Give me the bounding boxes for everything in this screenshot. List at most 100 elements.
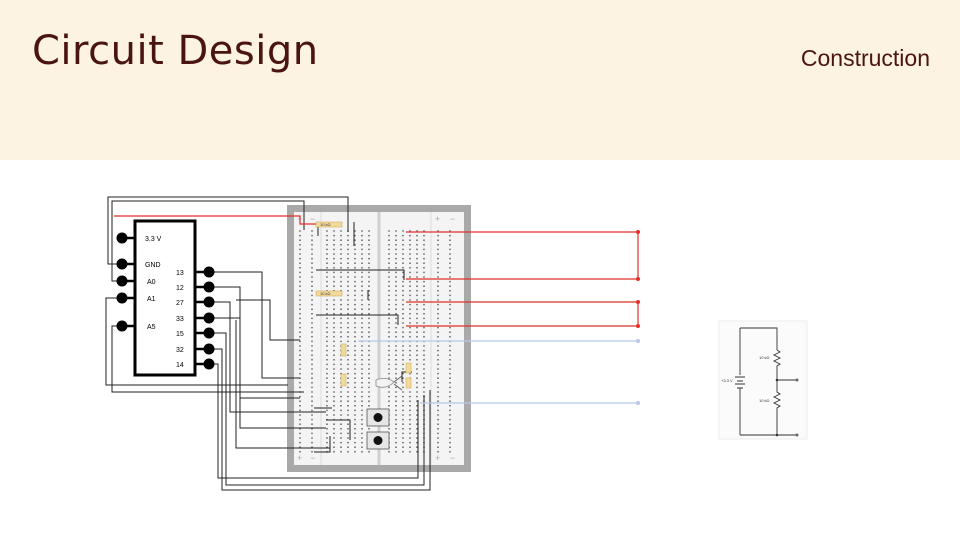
breadboard-hole xyxy=(326,266,328,269)
breadboard-hole xyxy=(361,266,363,269)
breadboard-hole xyxy=(423,276,425,278)
breadboard-hole xyxy=(395,322,397,324)
breadboard-hole xyxy=(354,349,356,352)
breadboard-hole xyxy=(388,322,390,324)
breadboard-hole xyxy=(333,349,335,352)
breadboard-hole xyxy=(311,368,313,370)
breadboard-hole xyxy=(409,349,411,352)
breadboard-hole xyxy=(368,395,370,398)
breadboard-hole xyxy=(368,404,370,407)
breadboard-hole xyxy=(299,239,301,242)
breadboard-hole xyxy=(368,349,370,352)
breadboard-hole xyxy=(423,331,425,334)
breadboard-hole xyxy=(449,368,451,370)
breadboard-hole xyxy=(388,427,390,430)
breadboard-hole xyxy=(416,243,418,246)
breadboard-hole xyxy=(423,294,425,297)
breadboard-hole xyxy=(326,335,328,338)
wire-a0-loop xyxy=(111,200,305,282)
breadboard-hole xyxy=(402,276,404,278)
breadboard-hole xyxy=(423,358,425,361)
breadboard-hole xyxy=(423,280,425,283)
breadboard-hole xyxy=(333,404,335,407)
breadboard-hole xyxy=(416,381,418,384)
breadboard-hole xyxy=(402,230,404,232)
breadboard-hole xyxy=(311,400,313,403)
breadboard-hole xyxy=(299,404,301,407)
breadboard-hole xyxy=(311,450,313,453)
breadboard-hole xyxy=(416,234,418,237)
breadboard-hole xyxy=(416,294,418,297)
breadboard-hole xyxy=(449,248,451,251)
breadboard-hole xyxy=(449,423,451,426)
breadboard-hole xyxy=(354,276,356,278)
red-wire-end xyxy=(636,300,640,304)
breadboard-hole xyxy=(416,299,418,301)
breadboard-hole xyxy=(388,285,390,288)
breadboard-hole xyxy=(395,358,397,361)
resistor-v2 xyxy=(340,373,347,387)
breadboard-hole xyxy=(354,391,356,393)
breadboard-hole xyxy=(354,446,356,449)
breadboard-hole xyxy=(368,450,370,453)
breadboard-hole xyxy=(409,395,411,398)
breadboard-hole xyxy=(347,303,349,306)
breadboard-hole xyxy=(311,358,313,361)
breadboard-hole xyxy=(333,345,335,347)
breadboard-hole xyxy=(449,427,451,430)
breadboard-hole xyxy=(333,280,335,283)
breadboard-hole xyxy=(340,266,342,269)
breadboard-hole xyxy=(402,335,404,338)
pin-label-13: 13 xyxy=(176,270,184,277)
rail-label-plus-top-right: + xyxy=(435,214,440,224)
breadboard-hole xyxy=(333,312,335,315)
breadboard-hole xyxy=(388,326,390,329)
red-wire-end xyxy=(636,230,640,234)
breadboard-hole xyxy=(449,381,451,384)
breadboard-hole xyxy=(340,391,342,393)
breadboard-hole xyxy=(416,257,418,260)
breadboard-hole xyxy=(299,299,301,301)
schematic-r2-label: 10 kΩ xyxy=(759,398,770,403)
breadboard-hole xyxy=(333,409,335,412)
breadboard-hole xyxy=(347,372,349,375)
breadboard-hole xyxy=(347,437,349,439)
breadboard-hole xyxy=(449,395,451,398)
pin-label-3v3: 3.3 V xyxy=(145,236,162,243)
breadboard-hole xyxy=(361,358,363,361)
breadboard-hole xyxy=(326,285,328,288)
breadboard-hole xyxy=(354,381,356,384)
pin-dot-27 xyxy=(203,296,215,308)
breadboard-hole xyxy=(368,271,370,274)
breadboard-hole xyxy=(347,395,349,398)
breadboard-hole xyxy=(340,285,342,288)
breadboard-hole xyxy=(395,335,397,338)
rail-label-minus-bottom-left: − xyxy=(310,453,315,463)
breadboard-hole xyxy=(449,441,451,444)
breadboard-hole xyxy=(368,308,370,311)
breadboard-hole xyxy=(402,248,404,251)
wire-gnd-loop xyxy=(107,196,349,265)
breadboard-hole xyxy=(416,363,418,366)
breadboard-hole xyxy=(437,243,439,246)
breadboard-hole xyxy=(311,248,313,251)
breadboard-hole xyxy=(311,262,313,265)
breadboard-hole xyxy=(409,441,411,444)
breadboard-hole xyxy=(299,437,301,439)
breadboard-hole xyxy=(354,345,356,347)
breadboard-hole xyxy=(361,289,363,292)
breadboard-hole xyxy=(299,230,301,232)
pin-label-12: 12 xyxy=(176,285,184,292)
breadboard-hole xyxy=(354,340,356,343)
breadboard-hole xyxy=(388,248,390,251)
breadboard-hole xyxy=(361,404,363,407)
red-wire-end xyxy=(636,324,640,328)
schematic-top-wire xyxy=(740,327,778,350)
breadboard-hole xyxy=(409,248,411,251)
breadboard-hole xyxy=(333,377,335,380)
breadboard-hole xyxy=(333,354,335,357)
breadboard-hole xyxy=(347,276,349,278)
breadboard-hole xyxy=(311,395,313,398)
breadboard-hole xyxy=(449,312,451,315)
push-button-1-cap xyxy=(373,413,383,422)
